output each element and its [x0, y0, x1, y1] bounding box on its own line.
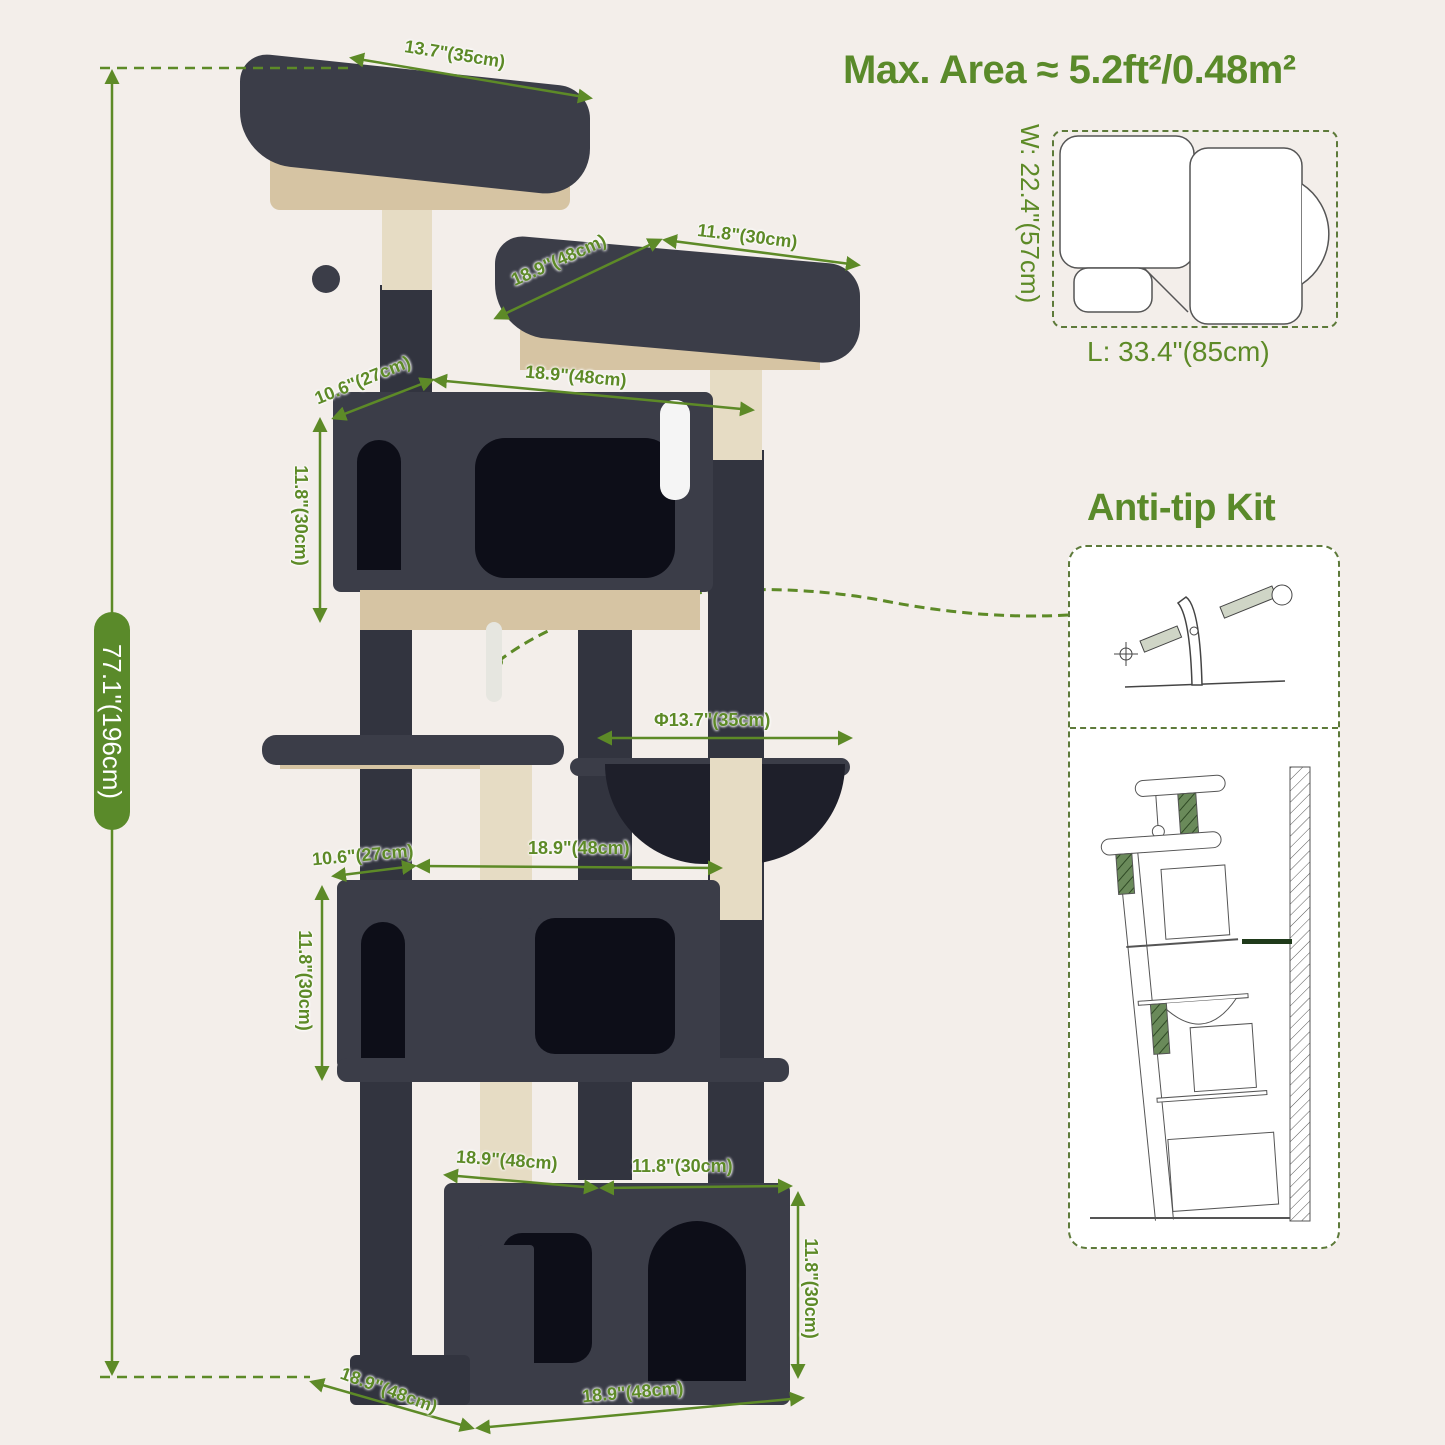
bottom-condo-height-label: 11.8"(30cm): [800, 1238, 821, 1339]
post-top: [380, 285, 432, 395]
upper-condo-height-label: 11.8"(30cm): [290, 465, 311, 566]
footprint-outline-icon: [1059, 135, 1330, 325]
anti-tip-panel: [1068, 545, 1340, 1249]
bracket-screw-icon: [1114, 584, 1293, 688]
upper-condo-base: [360, 590, 700, 630]
feather-toy: [660, 400, 690, 500]
middle-condo-front-door: [535, 918, 675, 1054]
upper-condo-side-door: [357, 440, 401, 570]
bottom-condo-post-sleeve: [478, 1245, 534, 1405]
middle-condo-post-sleeve: [478, 918, 532, 1068]
footprint-length-label: L: 33.4"(85cm): [1087, 336, 1270, 367]
upper-condo-front-door: [475, 438, 675, 578]
middle-condo-width-label: 18.9"(48cm): [528, 838, 630, 858]
side-perch: [262, 735, 564, 765]
panel-divider: [1070, 727, 1338, 729]
middle-condo-height-label: 11.8"(30cm): [294, 930, 315, 1031]
total-height-label: 77.1"(196cm): [97, 643, 128, 799]
tree-wall-anchor-icon: [1090, 766, 1311, 1222]
basket-diameter-label: Φ13.7"(35cm): [654, 710, 771, 730]
bottom-condo-width-label: 11.8"(30cm): [632, 1156, 733, 1176]
max-area-title: Max. Area ≈ 5.2ft²/0.48m²: [843, 48, 1296, 92]
total-height-badge: 77.1"(196cm): [94, 612, 130, 830]
middle-condo-side-door: [361, 922, 405, 1062]
bottom-condo-front-door: [648, 1221, 746, 1381]
hanging-ball-toy: [312, 265, 340, 293]
middle-condo-ledge: [337, 1058, 789, 1082]
upper-condo: [333, 392, 713, 592]
anti-tip-title: Anti-tip Kit: [1087, 487, 1276, 529]
ladder-strap: [486, 622, 502, 702]
footprint-diagram: [1052, 130, 1338, 328]
middle-condo: [337, 880, 720, 1070]
